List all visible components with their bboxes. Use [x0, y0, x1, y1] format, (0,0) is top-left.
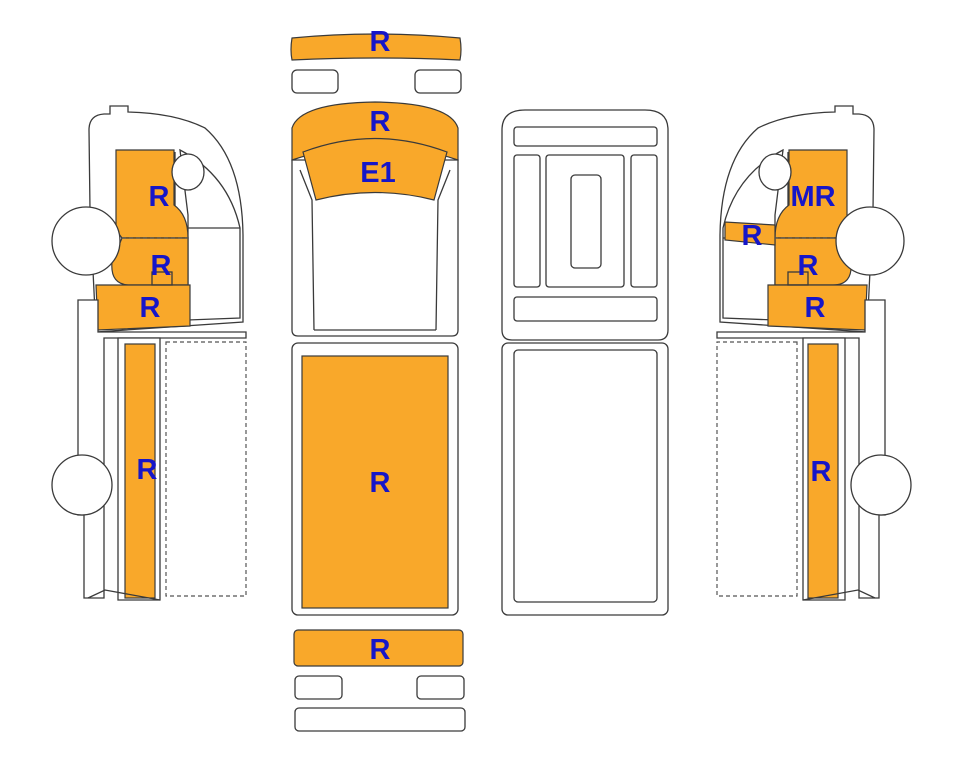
underside-center-inner — [570, 174, 602, 269]
zone-right-bed[interactable] — [807, 343, 839, 599]
left-chassis — [77, 299, 247, 599]
right-bed-hidden-area — [716, 341, 798, 597]
underside-view — [501, 109, 669, 616]
zone-top-rear[interactable] — [293, 629, 464, 667]
left-rear-wheel — [51, 454, 113, 516]
right-front-wheel — [835, 206, 905, 276]
underside-front-bar — [513, 126, 658, 147]
label-top-windshield: E1 — [360, 157, 395, 189]
label-left-upper: R — [149, 181, 170, 213]
zone-top-roof[interactable] — [301, 355, 449, 609]
left-front-wheel — [51, 206, 121, 276]
top-view — [290, 33, 466, 732]
right-chassis — [716, 299, 886, 599]
left-side-view — [51, 105, 247, 601]
zone-top-bumper[interactable] — [290, 33, 462, 61]
right-taillight — [416, 675, 465, 700]
label-top-hood: R — [370, 106, 391, 138]
left-headlight — [291, 69, 339, 94]
left-window — [299, 169, 315, 331]
zone-left-bed[interactable] — [124, 343, 156, 599]
right-mirror — [758, 153, 792, 191]
left-door-handle — [151, 271, 173, 286]
left-bed-hidden-area — [165, 341, 247, 597]
label-left-lower: R — [140, 292, 161, 324]
cab-body-outline — [291, 159, 459, 337]
right-rear-wheel — [850, 454, 912, 516]
zone-top-windshield[interactable] — [302, 137, 448, 201]
right-window — [435, 169, 451, 331]
label-left-bed: R — [137, 454, 158, 486]
label-right-upper: MR — [790, 181, 835, 213]
right-headlight — [414, 69, 462, 94]
underside-rear-bar — [513, 296, 658, 322]
zone-labels: R R E1 R R R R R R MR R R R R — [137, 26, 836, 666]
label-top-roof: R — [370, 467, 391, 499]
underside-left-rail — [513, 154, 541, 288]
label-top-bumper: R — [370, 26, 391, 58]
label-top-rear: R — [370, 634, 391, 666]
label-right-mirror: R — [742, 220, 763, 252]
label-right-bed: R — [811, 456, 832, 488]
left-taillight — [294, 675, 343, 700]
right-side-view — [716, 105, 912, 601]
right-rear-step — [802, 589, 876, 601]
right-door-handle — [787, 271, 809, 286]
underside-bed-inner — [513, 349, 658, 603]
label-left-middle: R — [151, 250, 172, 282]
label-right-lower: R — [805, 292, 826, 324]
underside-right-rail — [630, 154, 658, 288]
left-rear-step — [87, 589, 161, 601]
left-mirror — [171, 153, 205, 191]
rear-step — [294, 707, 466, 732]
label-right-middle: R — [798, 250, 819, 282]
